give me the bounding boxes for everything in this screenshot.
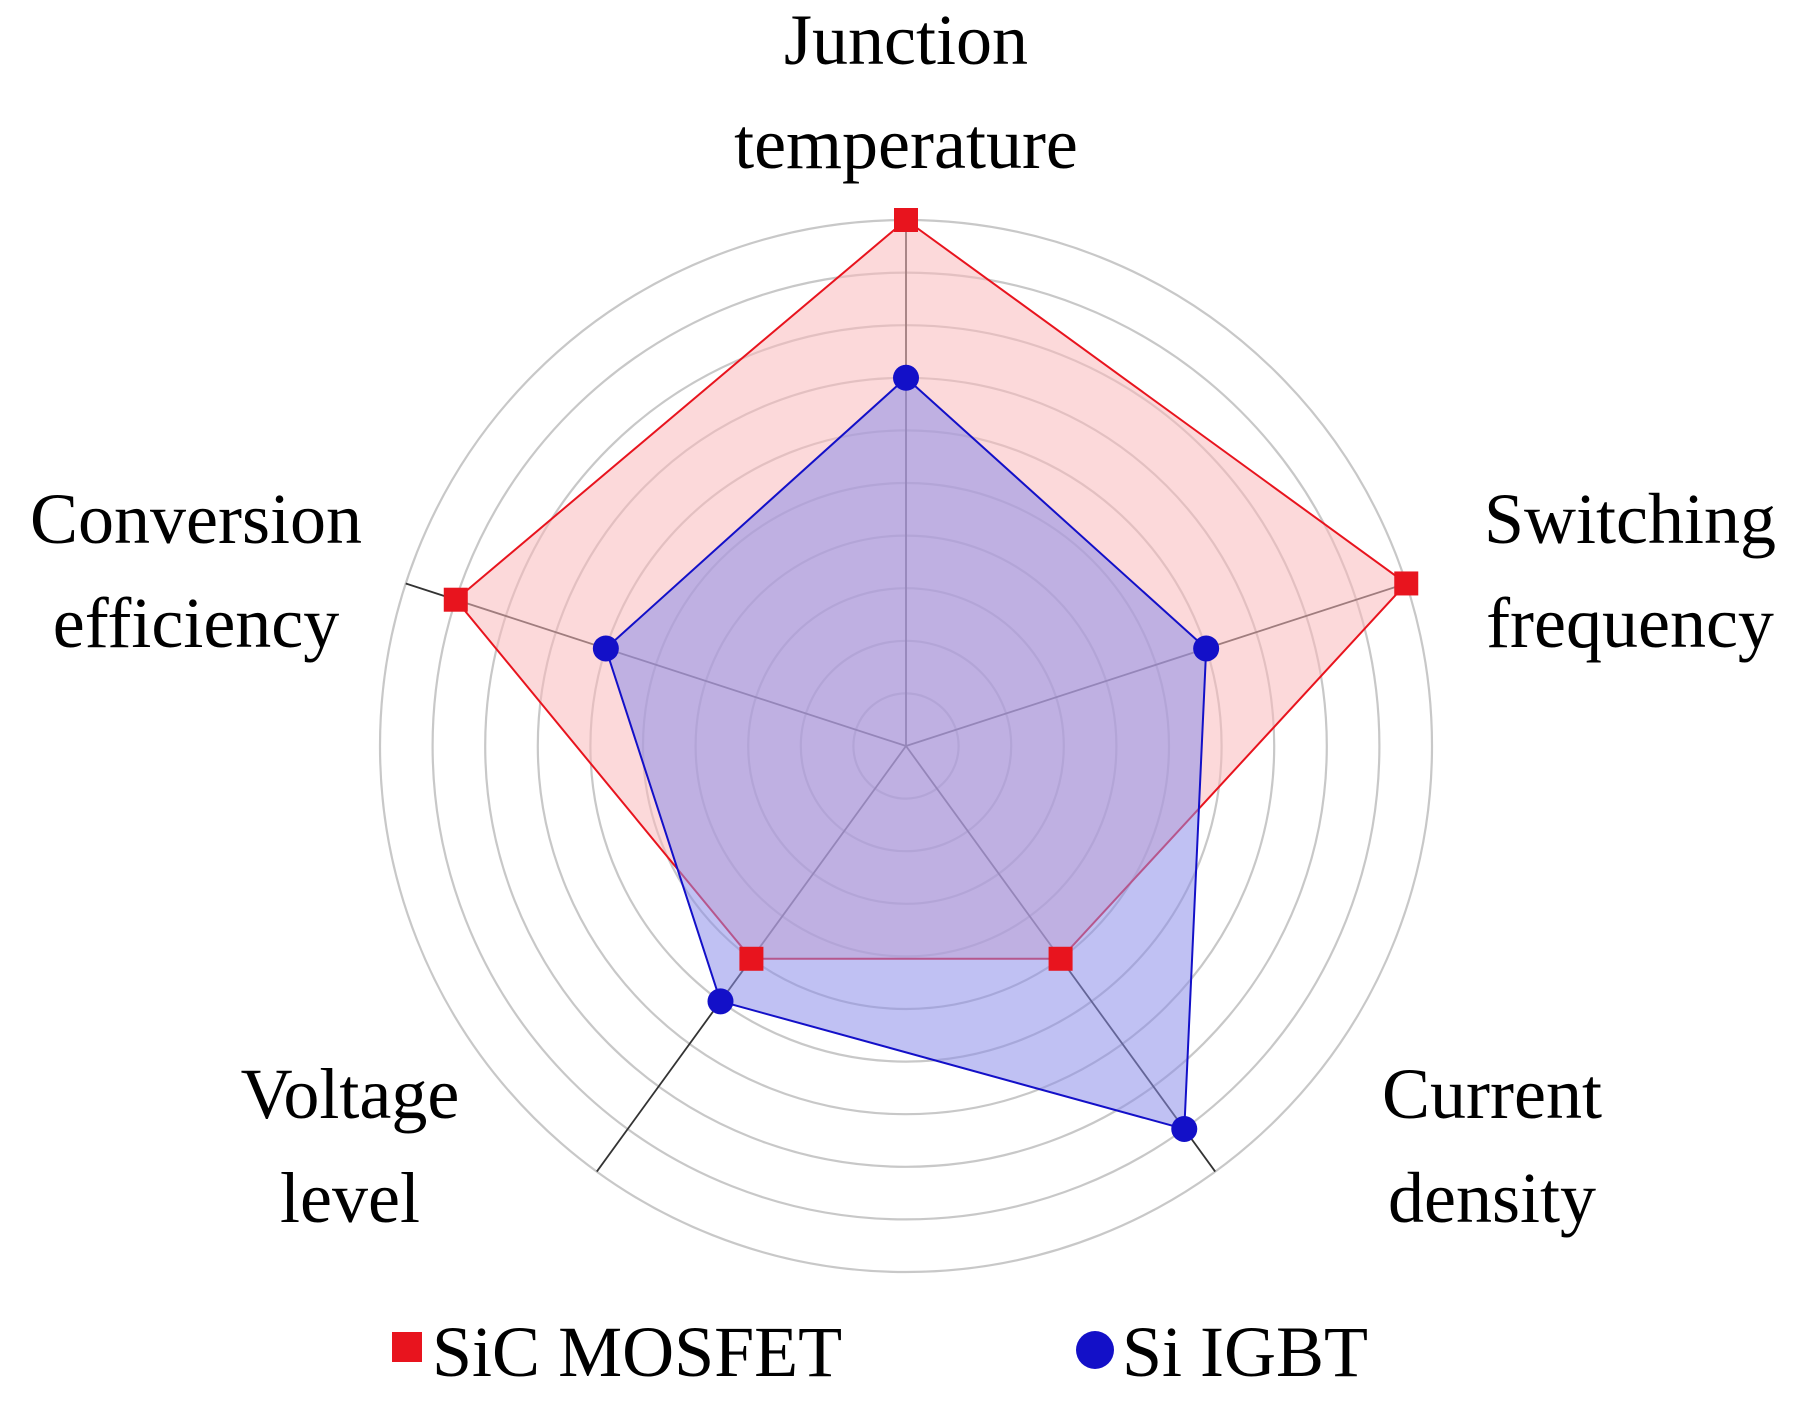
- data-point-si-igbt: [592, 635, 619, 662]
- data-point-si-igbt: [1171, 1115, 1198, 1142]
- data-point-sic-mosfet: [894, 208, 918, 232]
- axis-label: Junction temperature: [734, 0, 1078, 184]
- data-point-si-igbt: [707, 988, 734, 1015]
- axis-label: Switching frequency: [1484, 479, 1776, 663]
- legend-item-si-igbt: Si IGBT: [1076, 1312, 1368, 1392]
- axis-label-line: Voltage: [241, 1054, 460, 1134]
- legend-circle-marker: [1076, 1331, 1114, 1369]
- data-point-sic-mosfet: [443, 587, 468, 612]
- legend-item-sic-mosfet: SiC MOSFET: [392, 1312, 842, 1392]
- axis-label-line: Conversion: [30, 479, 362, 559]
- axis-label-line: level: [280, 1158, 420, 1238]
- data-point-si-igbt: [893, 364, 919, 391]
- axis-label-line: Switching: [1484, 479, 1776, 559]
- data-point-sic-mosfet: [1048, 946, 1073, 971]
- axis-label: Current density: [1382, 1054, 1602, 1238]
- legend: SiC MOSFET Si IGBT: [392, 1312, 1368, 1392]
- data-point-si-igbt: [1193, 635, 1220, 662]
- axis-label-line: temperature: [734, 104, 1078, 184]
- axis-label-line: Junction: [784, 0, 1028, 80]
- axis-label-line: frequency: [1486, 583, 1774, 663]
- axis-label-line: efficiency: [53, 583, 340, 663]
- data-point-sic-mosfet: [1394, 571, 1419, 596]
- legend-square-marker: [392, 1332, 422, 1362]
- series-area-si-igbt: [604, 376, 1208, 1131]
- axis-label: Voltage level: [241, 1054, 460, 1238]
- series-layer: [454, 218, 1408, 1131]
- axis-label: Conversion efficiency: [30, 479, 362, 663]
- marker-layer: [443, 208, 1419, 1142]
- axis-label-line: density: [1388, 1158, 1596, 1238]
- legend-label: Si IGBT: [1122, 1312, 1368, 1392]
- legend-label: SiC MOSFET: [432, 1312, 842, 1392]
- data-point-sic-mosfet: [739, 946, 764, 971]
- axis-label-line: Current: [1382, 1054, 1602, 1134]
